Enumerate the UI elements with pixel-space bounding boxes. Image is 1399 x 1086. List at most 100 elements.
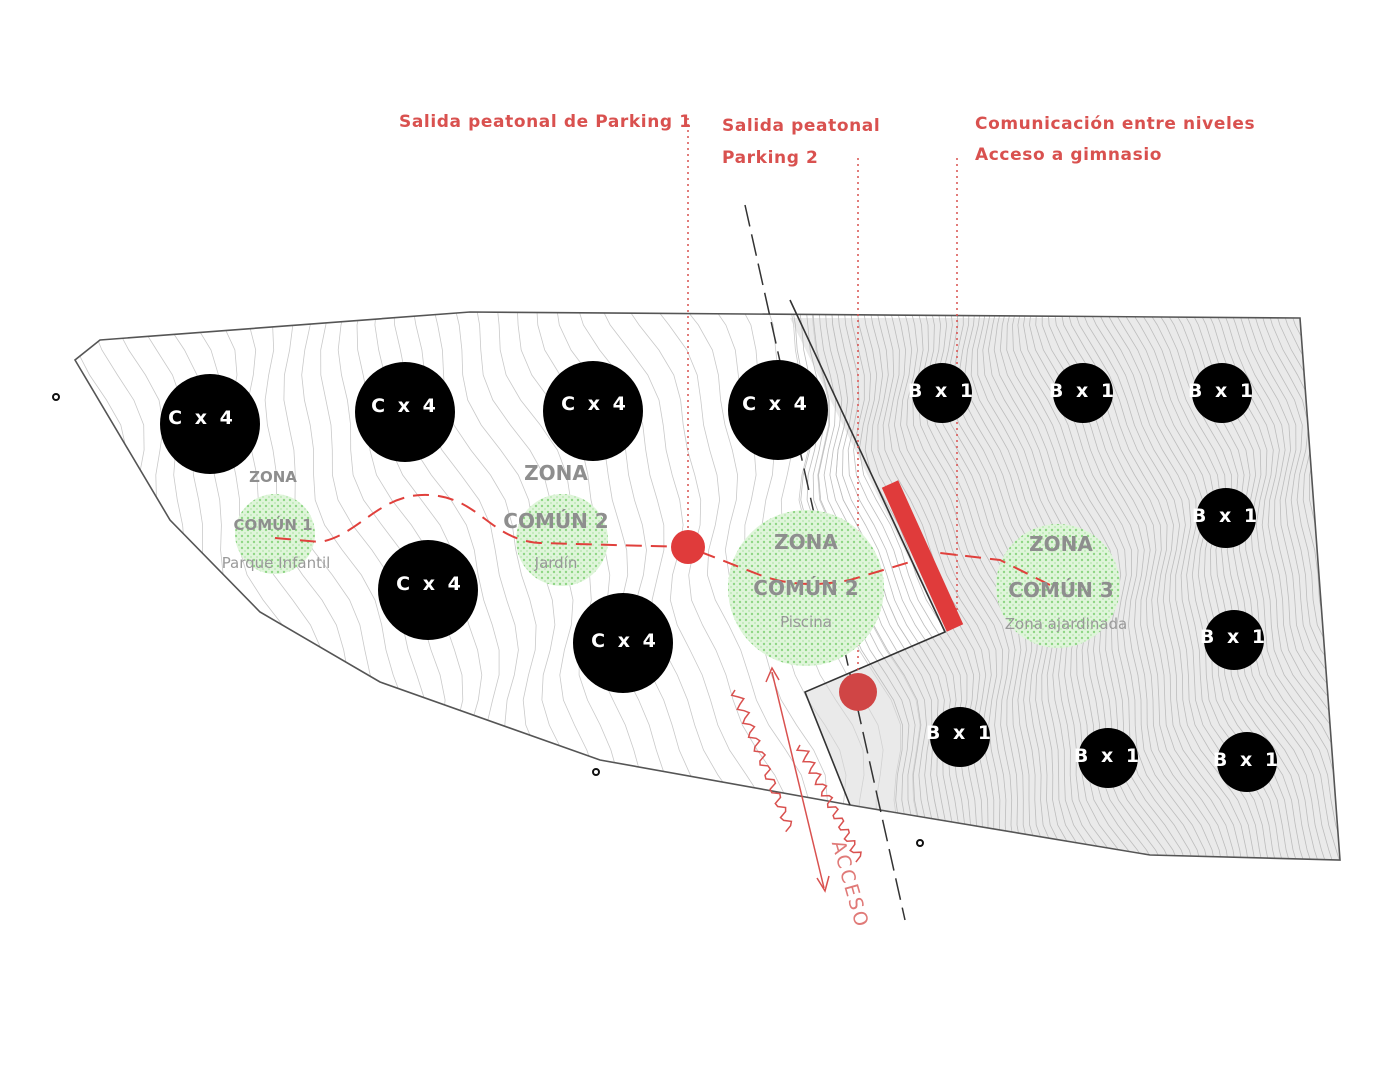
level-divider-line: [789, 299, 947, 806]
zone-subtitle: Jardín: [534, 554, 578, 572]
unit-label: B x 1: [1212, 749, 1282, 771]
contour-line: [1076, 312, 1266, 860]
contour-line: [1187, 312, 1340, 860]
unit-label: C x 4: [396, 573, 464, 595]
unit-label: B x 1: [907, 380, 977, 402]
contour-line: [886, 312, 1046, 860]
unit-label: B x 1: [1048, 380, 1118, 402]
contour-line: [1135, 312, 1335, 860]
contour-line: [914, 312, 1083, 860]
label-parking1-exit: Salida peatonal de Parking 1: [399, 112, 692, 132]
contour-line: [75, 312, 189, 860]
contour-line: [206, 312, 358, 860]
contour-line: [1341, 250, 1399, 900]
contour-line: [1023, 312, 1202, 860]
contour-line: [1122, 312, 1323, 860]
zone-subtitle: Piscina: [780, 613, 832, 631]
site-boundary: [73, 311, 1341, 861]
contour-line: [900, 312, 1064, 860]
contour-line: [1348, 250, 1399, 900]
unit-label: B x 1: [1199, 626, 1269, 648]
contour-line: [1052, 312, 1236, 860]
zone-name: COMÚN 2: [503, 509, 609, 533]
contour-line: [1064, 312, 1251, 860]
contour-line: [879, 312, 1036, 860]
contour-line: [823, 312, 965, 860]
contour-line: [1058, 312, 1244, 860]
contour-line: [1148, 312, 1340, 860]
contour-line: [1029, 312, 1209, 860]
unit-label: C x 4: [591, 630, 659, 652]
contour-line: [1222, 312, 1340, 860]
contour-line: [816, 312, 958, 860]
contour-line: [0, 250, 74, 900]
contour-line: [1047, 312, 1229, 860]
zone-subtitle: Zona ajardinada: [1004, 615, 1128, 633]
contour-line: [1017, 312, 1195, 860]
label-parking2-exit-line1: Salida peatonal: [722, 116, 881, 136]
survey-markers: [52, 393, 924, 847]
contour-line: [75, 312, 148, 860]
zone-title: ZONA: [249, 468, 297, 486]
contour-line: [1141, 312, 1340, 860]
zone-name: COMÚN 1: [233, 516, 313, 534]
contour-line: [160, 312, 318, 860]
parking2-exit-dot: [839, 673, 877, 711]
unit-label: B x 1: [925, 722, 995, 744]
access-arrow: [730, 666, 862, 893]
contour-line: [1334, 312, 1340, 860]
contour-line: [1070, 312, 1258, 860]
unit-label: C x 4: [371, 395, 439, 417]
zone-name: COMÚN 3: [1008, 578, 1114, 602]
unit-label: B x 1: [1191, 505, 1261, 527]
zone-subtitle: Parque Infantil: [221, 554, 331, 572]
label-levels: Comunicación entre niveles: [975, 114, 1256, 134]
green-zones: [235, 494, 1120, 666]
unit-circles: [160, 360, 1277, 792]
contour-line: [1231, 312, 1340, 860]
contour-line: [865, 312, 1017, 860]
contour-line: [1327, 312, 1340, 860]
contour-line: [75, 312, 170, 860]
contour-line: [75, 312, 226, 860]
unit-label: C x 4: [742, 393, 810, 415]
contour-line: [1099, 312, 1295, 860]
contour-line: [183, 312, 335, 860]
contour-line: [1111, 312, 1309, 860]
level-connection-bar: [881, 480, 964, 632]
pedestrian-path: [274, 493, 1051, 586]
zone-name: COMÚN 2: [753, 576, 859, 600]
contour-line: [75, 312, 207, 860]
contour-line: [75, 312, 124, 860]
contour-line: [1240, 312, 1340, 860]
label-parking2-exit-line2: Parking 2: [722, 148, 819, 168]
contour-line: [1170, 312, 1340, 860]
contour-line: [1117, 312, 1316, 860]
parking1-exit-dot: [671, 530, 705, 564]
contour-line: [1106, 312, 1302, 860]
contour-line: [1035, 312, 1215, 860]
label-gym-access: Acceso a gimnasio: [975, 145, 1163, 165]
contour-line: [570, 312, 755, 860]
contour-line: [1179, 312, 1340, 860]
contour-line: [1355, 250, 1399, 900]
contour-line: [907, 312, 1074, 860]
contour-line: [809, 312, 950, 860]
contour-line: [1204, 312, 1340, 860]
contour-line: [1041, 312, 1222, 860]
unit-label: C x 4: [561, 393, 629, 415]
contour-line: [1213, 312, 1340, 860]
contour-line: [893, 312, 1055, 860]
unit-label: C x 4: [168, 407, 236, 429]
zone-title: ZONA: [774, 530, 838, 554]
zone-title: ZONA: [1029, 532, 1093, 556]
zone-title: ZONA: [524, 461, 588, 485]
contour-line: [630, 312, 810, 860]
contour-line: [75, 312, 244, 860]
contour-line: [75, 312, 100, 860]
unit-label: B x 1: [1073, 745, 1143, 767]
unit-label: B x 1: [1187, 380, 1257, 402]
contour-line: [1128, 312, 1329, 860]
